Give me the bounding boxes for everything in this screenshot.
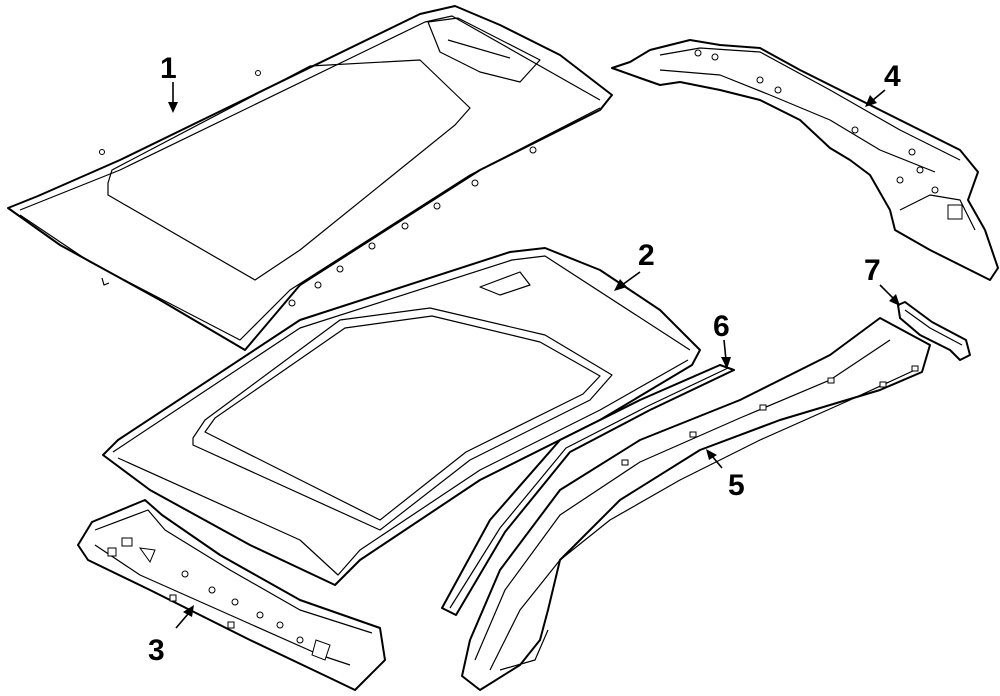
part-3-holes [107,537,331,661]
part-4-holes [694,49,939,194]
part-3-front-header [77,499,386,691]
callout-labels: 1 2 3 4 5 6 7 [148,52,901,667]
part-5-side-roof-rail [461,317,931,691]
part-5-tabs [621,365,919,466]
part-6-side-rail-strip [441,364,735,616]
callout-7: 7 [864,254,881,287]
part-1-holes [99,70,537,307]
part-7-bracket [897,301,971,361]
callout-1: 1 [160,52,177,85]
part-1-roof-panel [7,5,613,351]
part-2-roof-frame [102,247,701,586]
callout-2: 2 [638,239,655,272]
part-4-rear-header [611,39,999,281]
callout-3: 3 [148,634,165,667]
callout-5: 5 [728,469,745,502]
callout-6: 6 [713,310,730,343]
leader-lines [168,82,900,629]
callout-4: 4 [884,60,901,93]
